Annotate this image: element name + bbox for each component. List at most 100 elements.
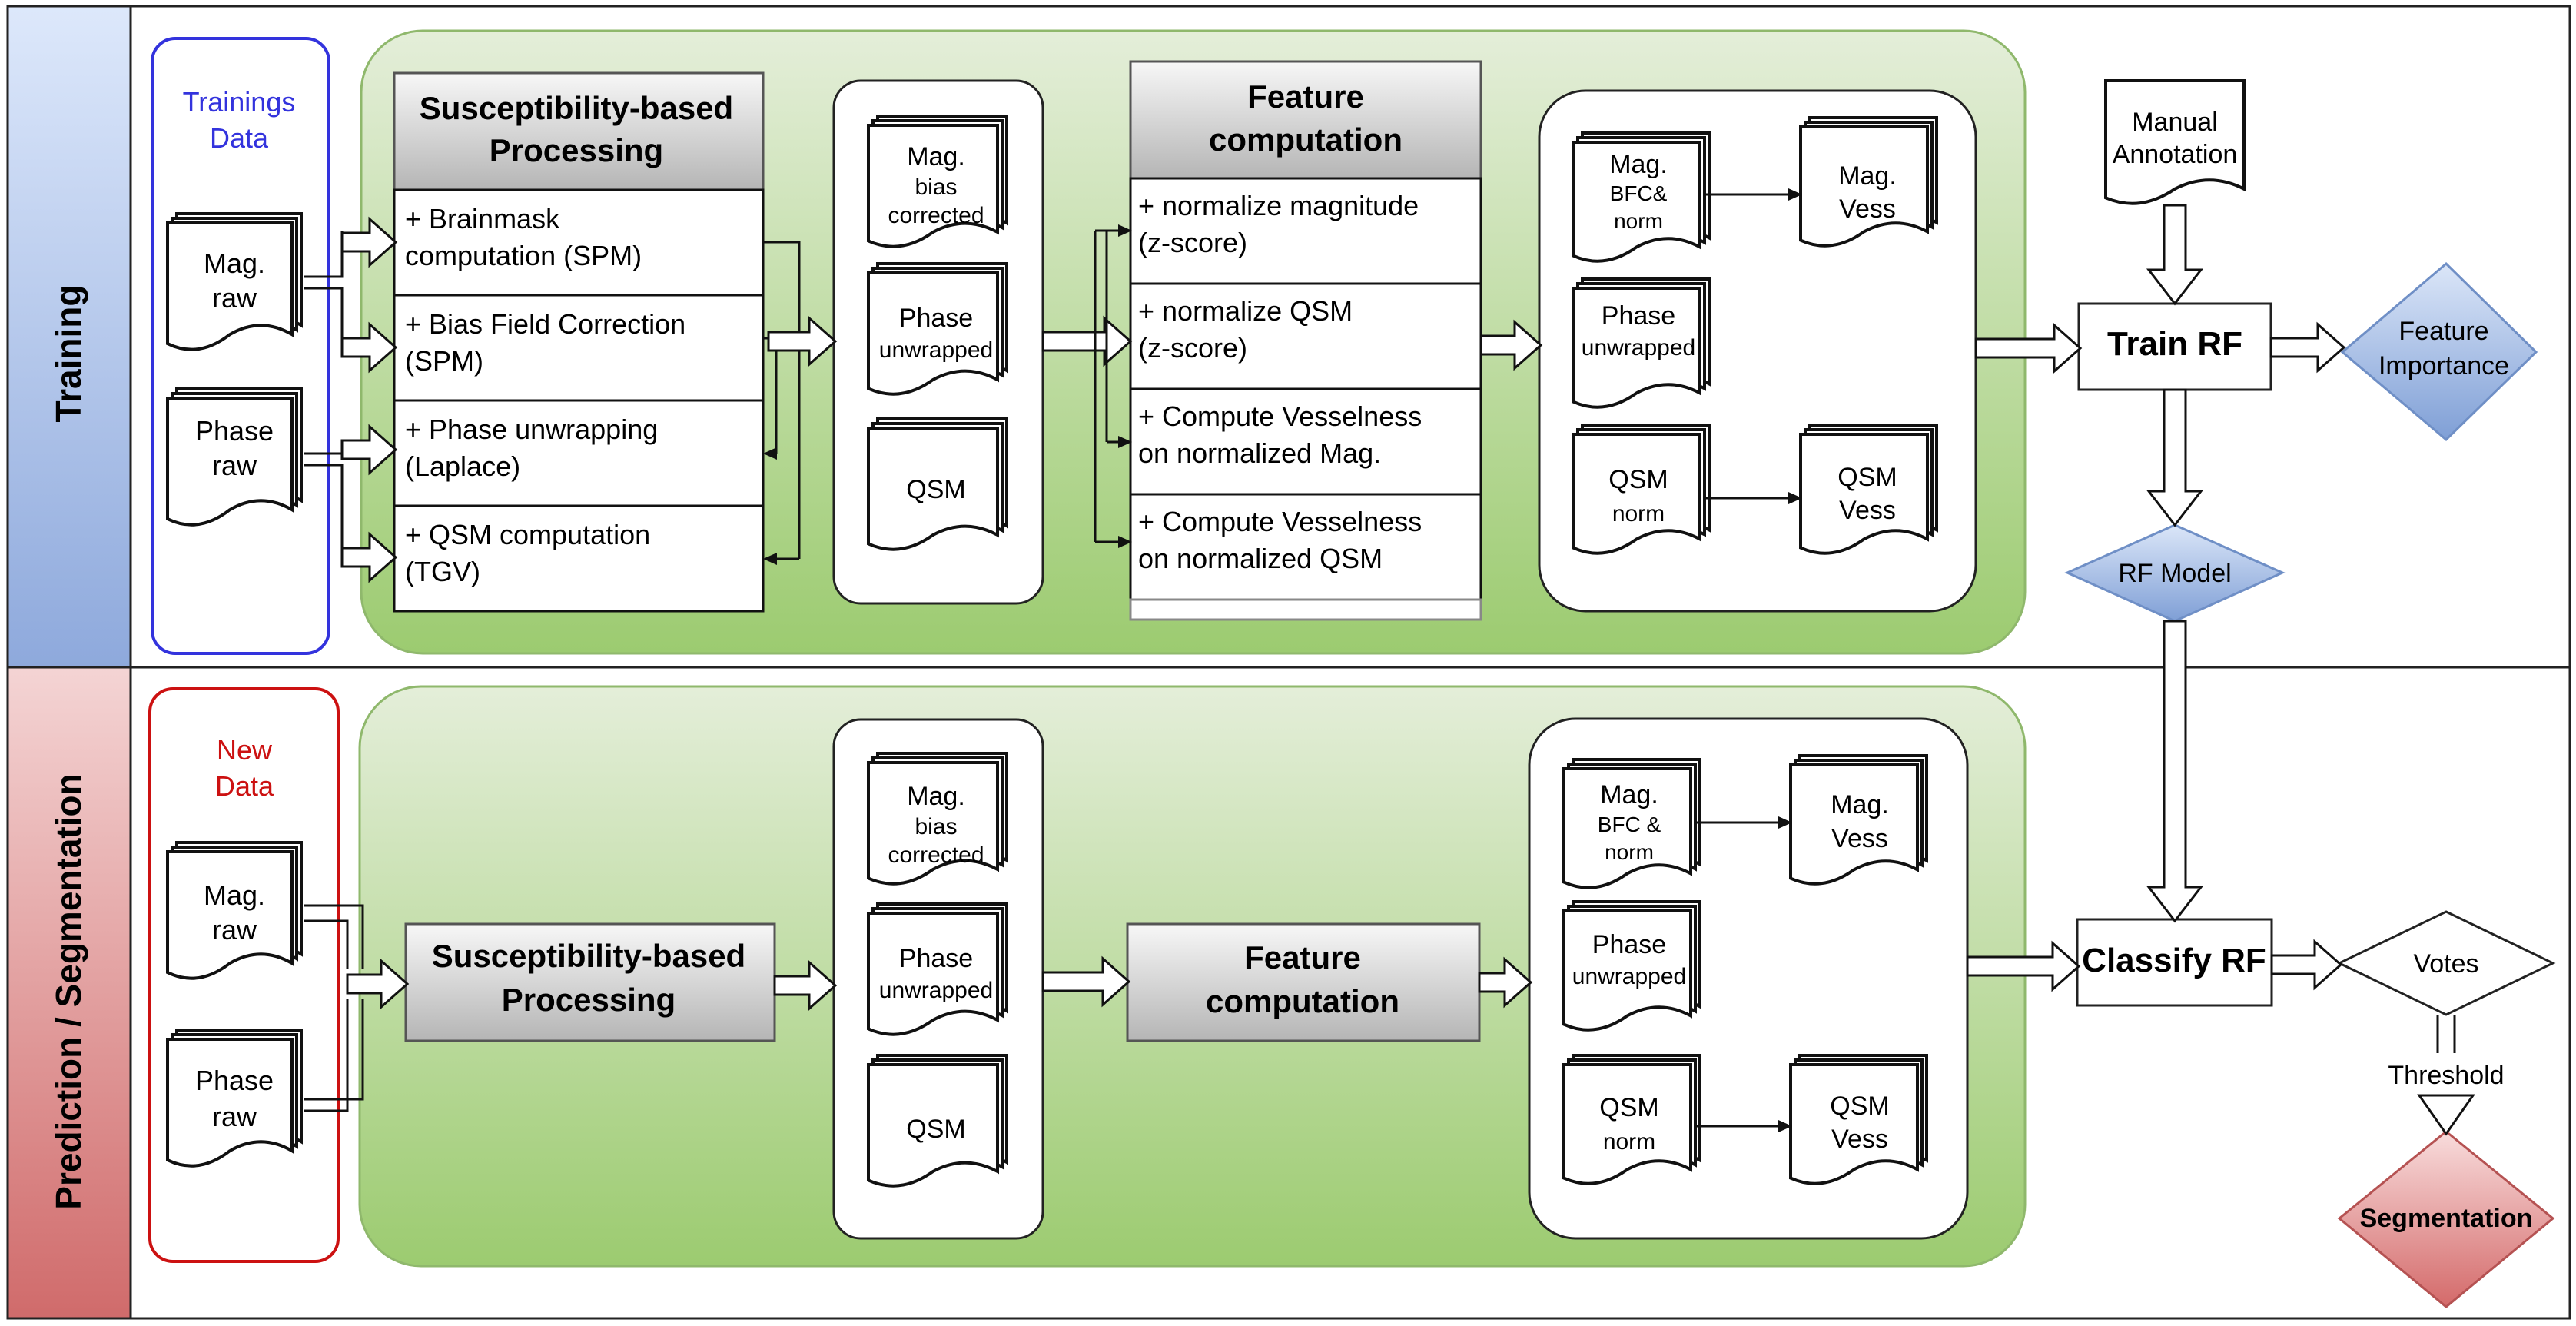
threshold-bg xyxy=(2381,1053,2511,1092)
training-lane-label: Training xyxy=(48,285,88,423)
training-arrow-train-rf-to-importance xyxy=(2269,321,2346,374)
training-mag-raw-line-2: raw xyxy=(212,282,257,314)
training-mag-raw-line-1: Mag. xyxy=(204,248,265,279)
prediction-mag-raw-doc xyxy=(166,841,303,980)
manual-annotation-line-2: Annotation xyxy=(2113,140,2238,169)
prediction-qsm-line-1: QSM xyxy=(906,1115,965,1144)
classify-rf-box xyxy=(2076,918,2273,1007)
prediction-mag-join-b xyxy=(304,919,349,969)
train-rf-label: Train RF xyxy=(2107,325,2242,363)
training-feature-step-3 xyxy=(1129,387,1482,496)
feature-importance-diamond xyxy=(2340,261,2538,442)
training-feat-qsm-vess-line-1: QSM xyxy=(1837,463,1897,492)
prediction-mag-to-vess-arrow-head xyxy=(1778,816,1792,829)
training-processing-step-1-line-2: computation (SPM) xyxy=(405,240,642,271)
training-phase-unwrapped-doc xyxy=(867,262,1008,396)
prediction-feature-line-1: Feature xyxy=(1244,939,1361,975)
training-processing-step-4-line-2: (TGV) xyxy=(405,556,480,587)
classify-rf-label: Classify RF xyxy=(2082,942,2266,979)
training-feature-header-line-1: Feature xyxy=(1247,78,1364,115)
training-proc-feedback-arrow-a-head xyxy=(763,447,777,460)
threshold-label: Threshold xyxy=(2388,1061,2504,1090)
prediction-feat-phase-line-2: unwrapped xyxy=(1572,964,1686,989)
training-arrow-to-step-2 xyxy=(340,321,398,374)
training-feat-mag-line-2: BFC& xyxy=(1610,181,1668,205)
training-lane-header xyxy=(6,5,132,669)
prediction-qsm-to-vess-arrow-head xyxy=(1778,1120,1792,1132)
training-feat-phase-line-1: Phase xyxy=(1602,301,1675,331)
manual-annotation-doc xyxy=(2104,79,2246,205)
rf-model-label: RF Model xyxy=(2118,559,2231,588)
train-rf-to-rf-model-arrow xyxy=(2146,388,2204,527)
train-rf-box xyxy=(2077,302,2272,391)
training-qsm-doc xyxy=(867,417,1008,551)
votes-label: Votes xyxy=(2413,949,2478,979)
training-processing-header-line-1: Susceptibility-based xyxy=(420,90,733,126)
rf-model-to-classify-rf-arrow xyxy=(2146,620,2204,923)
feature-importance-line-2: Importance xyxy=(2378,351,2509,381)
training-mag-bias-line-1: Mag. xyxy=(907,142,965,171)
training-feat-mag-vess-line-2: Vess xyxy=(1839,194,1896,224)
training-feature-step-1 xyxy=(1129,177,1482,285)
training-feat-qsm-vess-doc xyxy=(1799,424,1938,555)
training-processing-header-box xyxy=(393,71,765,191)
feature-importance-line-1: Feature xyxy=(2398,317,2488,346)
training-data-title-1: Trainings xyxy=(183,86,296,118)
votes-diamond xyxy=(2336,910,2556,1016)
training-feat-qsm-doc xyxy=(1572,424,1711,555)
prediction-feat-phase-line-1: Phase xyxy=(1592,930,1666,959)
prediction-arrow-feat-to-docs xyxy=(1478,956,1533,1009)
prediction-feat-qsm-line-2: norm xyxy=(1603,1129,1655,1155)
training-feat-mag-doc xyxy=(1572,131,1711,263)
training-arrow-to-step-4 xyxy=(340,531,398,583)
prediction-arrow-to-processing xyxy=(346,958,410,1010)
prediction-feat-mag-line-3: norm xyxy=(1605,840,1654,864)
training-processing-step-4 xyxy=(393,504,765,613)
prediction-feat-mag-vess-doc xyxy=(1789,754,1928,886)
prediction-processing-line-1: Susceptibility-based xyxy=(432,938,745,974)
training-feature-table-footer xyxy=(1129,598,1482,621)
training-feature-step-3-line-2: on normalized Mag. xyxy=(1138,437,1381,469)
training-qsm-line-1: QSM xyxy=(906,475,965,504)
training-feat-arrow-3-head xyxy=(1118,536,1132,548)
training-feature-step-4-line-2: on normalized QSM xyxy=(1138,543,1383,574)
prediction-arrow-docs-to-classify xyxy=(1966,940,2081,992)
prediction-phase-raw-line-2: raw xyxy=(212,1101,257,1132)
prediction-arrow-proc-to-inter xyxy=(773,959,838,1012)
prediction-lane-label: Prediction / Segmentation xyxy=(48,773,88,1209)
training-mag-bias-line-2: bias xyxy=(915,174,957,200)
segmentation-label: Segmentation xyxy=(2360,1204,2533,1233)
training-processing-header-line-2: Processing xyxy=(490,132,663,168)
training-feature-step-1-line-2: (z-score) xyxy=(1138,227,1247,258)
training-arrow-to-step-3 xyxy=(340,424,398,476)
segmentation-diamond xyxy=(2337,1130,2555,1308)
prediction-feat-phase-doc xyxy=(1562,900,1701,1032)
training-processing-step-2-line-2: (SPM) xyxy=(405,345,483,377)
new-data-title-1: New xyxy=(217,734,273,766)
prediction-mag-join-a xyxy=(304,904,364,969)
training-feat-arrow-2-head xyxy=(1118,436,1132,448)
prediction-feat-mag-line-1: Mag. xyxy=(1600,780,1658,809)
new-data-title-2: Data xyxy=(215,770,274,802)
prediction-mag-bias-doc xyxy=(867,752,1008,886)
training-mag-raw-doc xyxy=(166,212,303,351)
training-feature-step-2-line-2: (z-score) xyxy=(1138,332,1247,364)
prediction-feat-mag-line-2: BFC & xyxy=(1598,813,1661,836)
prediction-mag-raw-line-1: Mag. xyxy=(204,879,265,911)
prediction-feat-qsm-vess-line-1: QSM xyxy=(1830,1092,1889,1121)
training-phase-unwrapped-line-2: unwrapped xyxy=(879,337,993,363)
training-proc-feedback-line-a xyxy=(763,241,801,559)
prediction-phase-unwrapped-line-1: Phase xyxy=(899,944,973,973)
training-feat-mag-line-1: Mag. xyxy=(1609,150,1668,179)
prediction-feat-qsm-vess-line-2: Vess xyxy=(1831,1125,1888,1154)
training-mag-fork-b xyxy=(304,287,344,350)
prediction-feat-qsm-line-1: QSM xyxy=(1599,1093,1658,1122)
training-feat-mag-vess-line-1: Mag. xyxy=(1838,161,1897,191)
training-arrow-feat-to-docs xyxy=(1479,319,1543,371)
prediction-feat-qsm-vess-doc xyxy=(1789,1054,1928,1185)
training-arrow-proc-to-inter xyxy=(767,315,838,367)
prediction-arrow-classify-to-votes xyxy=(2270,939,2343,991)
training-phase-fork-b xyxy=(304,464,344,561)
prediction-phase-raw-doc xyxy=(166,1029,303,1168)
prediction-phase-join-b xyxy=(304,999,349,1112)
